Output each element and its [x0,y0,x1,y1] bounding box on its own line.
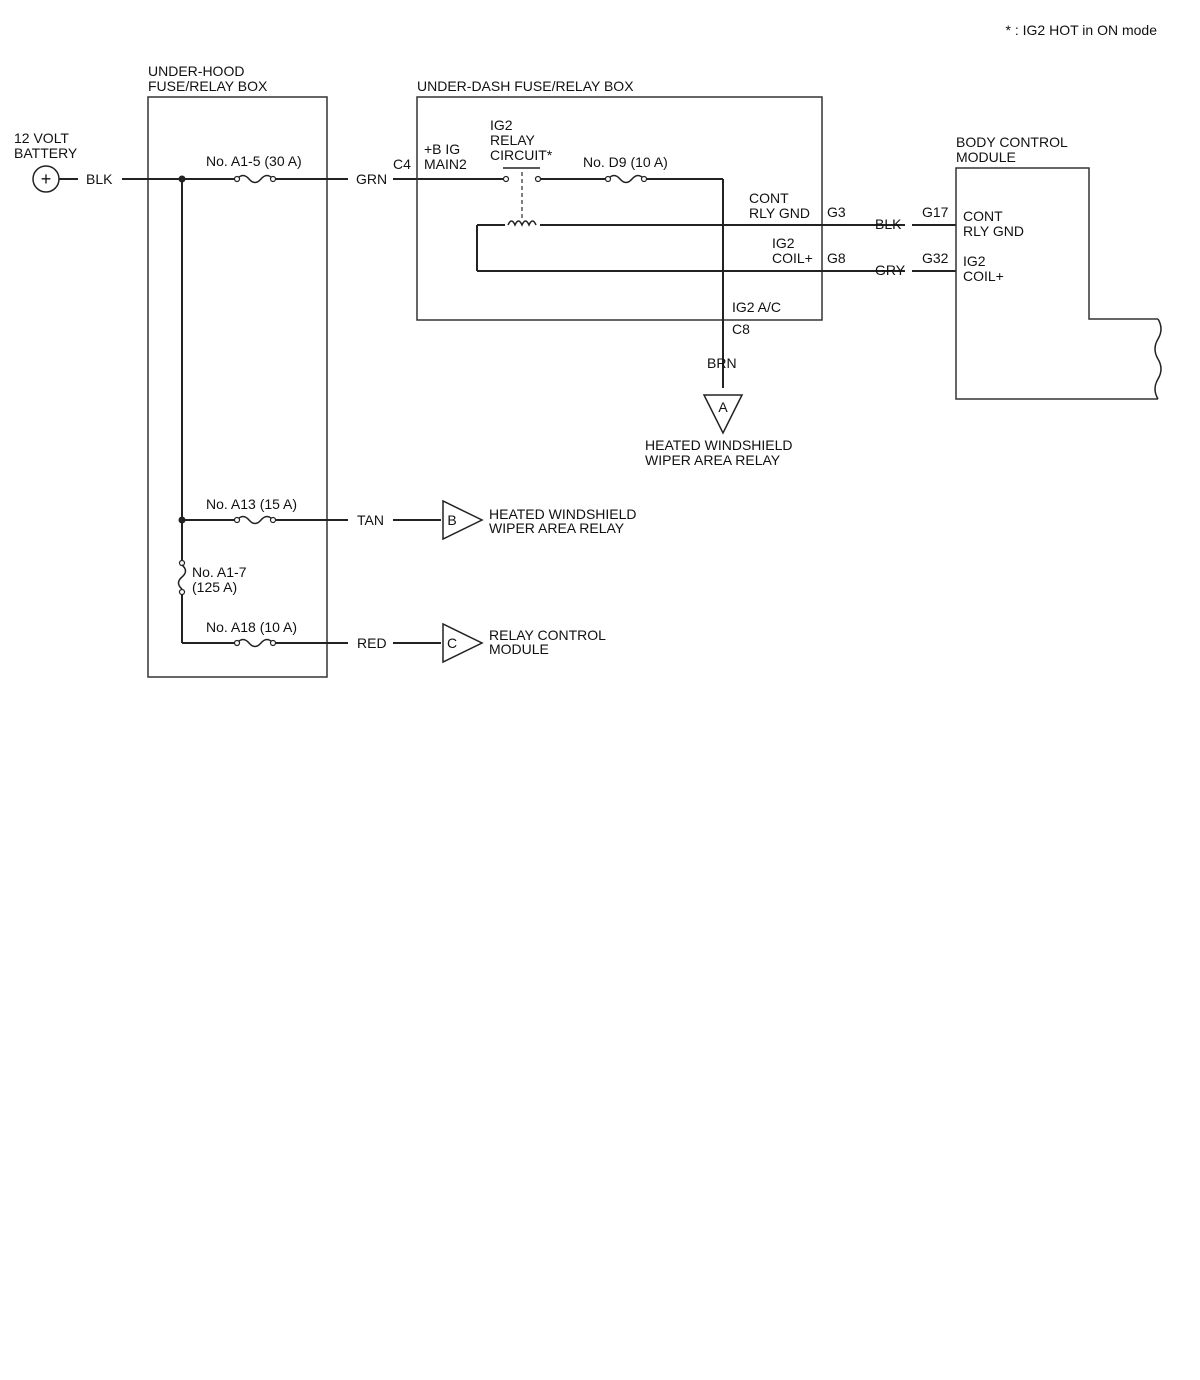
relay-contact-icon [502,167,542,183]
wire-label-blk: BLK [875,216,902,232]
bcm-cont-line2: RLY GND [963,223,1024,239]
fuse-a18-icon [233,638,277,648]
ref-b-label-line1: HEATED WINDSHIELD [489,506,637,522]
bcm-break-line [1154,318,1162,400]
fuse-a1-5-icon [233,174,277,184]
connector-c4-label: C4 [393,156,411,172]
terminal-main2-line1: +B IG [424,141,460,157]
wire-label-grn: GRN [356,171,387,187]
under-hood-fuse-relay-box [147,96,328,678]
ref-a-letter: A [718,399,728,415]
battery-plus-symbol: + [41,169,52,189]
bcm-coil-line2: COIL+ [963,268,1004,284]
battery-icon: + [32,165,60,193]
ref-b-triangle-icon [442,499,484,541]
ref-b-letter: B [447,512,456,528]
bcm-title-line1: BODY CONTROL [956,134,1068,150]
under-hood-label-line1: UNDER-HOOD [148,63,244,79]
wire-label-brn: BRN [707,355,737,371]
fuse-d9-label: No. D9 (10 A) [583,154,668,170]
wire-label-tan: TAN [357,512,384,528]
cont-rly-gnd-line2: RLY GND [749,205,810,221]
ref-c-letter: C [447,635,457,651]
relay-label-line2: RELAY [490,132,536,148]
ig2-coil-line2: COIL+ [772,250,813,266]
ig2-ac-label: IG2 A/C [732,299,781,315]
ref-a-label-line2: WIPER AREA RELAY [645,452,781,468]
ref-b-label-line2: WIPER AREA RELAY [489,520,625,536]
wire-label-gry: GRY [875,262,906,278]
fuse-a13-label: No. A13 (15 A) [206,496,297,512]
wire-label-red: RED [357,635,387,651]
body-control-module-box [955,167,1158,400]
fuse-a1-5-label: No. A1-5 (30 A) [206,153,302,169]
under-dash-label: UNDER-DASH FUSE/RELAY BOX [417,78,634,94]
ig2-coil-line1: IG2 [772,235,795,251]
battery-label-line1: 12 VOLT [14,130,69,146]
bcm-cont-line1: CONT [963,208,1003,224]
ref-c-label-line1: RELAY CONTROL [489,627,606,643]
terminal-main2-line2: MAIN2 [424,156,467,172]
connector-g17-label: G17 [922,204,949,220]
connector-g3-label: G3 [827,204,846,220]
fuse-a1-7-label-line2: (125 A) [192,579,237,595]
bcm-title-line2: MODULE [956,149,1016,165]
connector-c8-label: C8 [732,321,750,337]
fuse-a18-label: No. A18 (10 A) [206,619,297,635]
relay-label-line1: IG2 [490,117,513,133]
ref-c-label-line2: MODULE [489,641,549,657]
connector-g32-label: G32 [922,250,949,266]
bcm-coil-line1: IG2 [963,253,986,269]
fuse-a1-7-label-line1: No. A1-7 [192,564,247,580]
ref-c-triangle-icon [442,622,484,664]
fuse-a1-7-icon [177,559,187,596]
relay-coil-icon [507,220,537,227]
ref-a-triangle-icon [702,394,744,435]
ref-a-label-line1: HEATED WINDSHIELD [645,437,793,453]
footnote: * : IG2 HOT in ON mode [1006,22,1158,38]
connector-g8-label: G8 [827,250,846,266]
cont-rly-gnd-line1: CONT [749,190,789,206]
fuse-d9-icon [604,174,648,184]
fuse-a13-icon [233,515,277,525]
under-hood-label-line2: FUSE/RELAY BOX [148,78,268,94]
relay-label-line3: CIRCUIT* [490,147,553,163]
wire-label-blk-battery: BLK [86,171,113,187]
battery-label-line2: BATTERY [14,145,78,161]
under-dash-fuse-relay-box [416,96,823,321]
